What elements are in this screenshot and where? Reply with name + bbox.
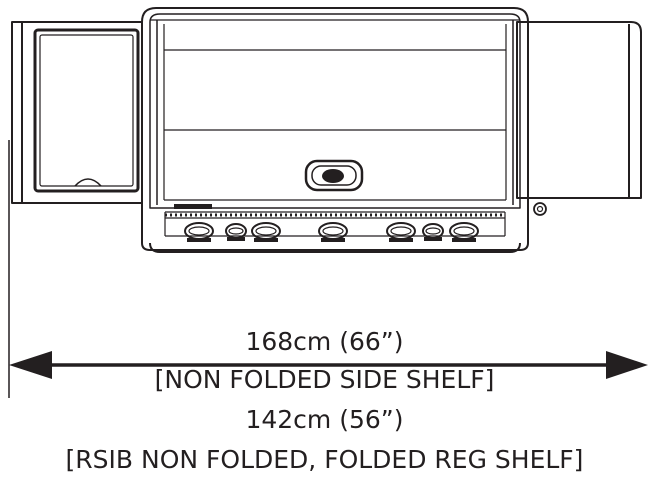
hood-handle — [304, 159, 364, 192]
knob-3 — [251, 222, 281, 242]
arrow-head-right — [606, 351, 648, 379]
rsib-width-label: 142cm (56”) — [245, 405, 404, 434]
control-panel — [164, 204, 506, 237]
dimension-arrow — [9, 351, 648, 379]
right-side-shelf — [516, 21, 642, 216]
arrow-head-left — [9, 351, 52, 379]
knob-6 — [422, 223, 444, 241]
grill-base — [149, 242, 521, 253]
knob-5 — [386, 222, 416, 242]
non-folded-caption: [NON FOLDED SIDE SHELF] — [154, 365, 495, 394]
knob-7 — [449, 222, 479, 242]
rsib-caption: [RSIB NON FOLDED, FOLDED REG SHELF] — [65, 445, 584, 474]
left-side-shelf — [11, 21, 143, 204]
knob-1 — [184, 222, 214, 242]
knob-4 — [318, 222, 348, 242]
knob-2 — [225, 223, 247, 241]
grill-hood — [141, 7, 529, 251]
non-folded-width-label: 168cm (66”) — [245, 327, 404, 356]
control-knobs — [184, 222, 479, 242]
